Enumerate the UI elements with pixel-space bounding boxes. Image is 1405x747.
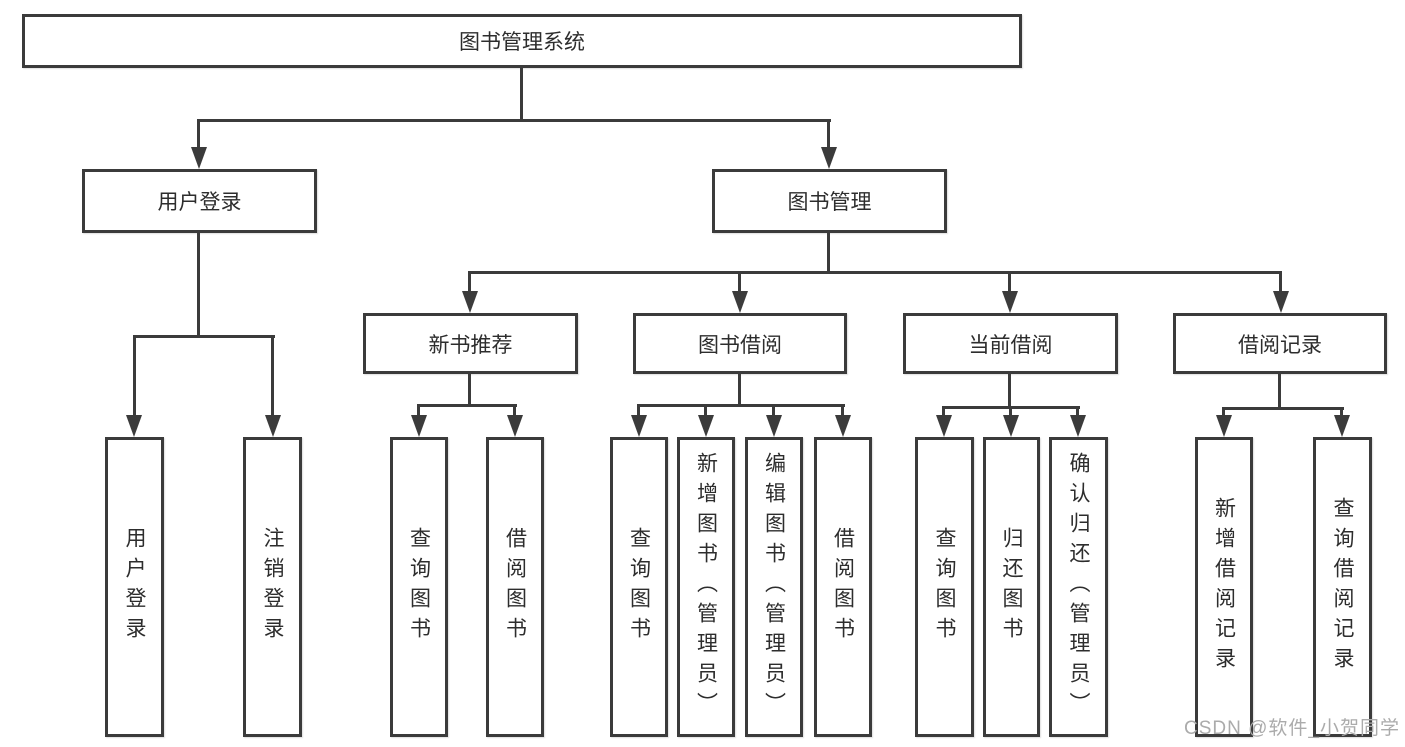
leaf-borrow-books-newbook: 借阅图书 xyxy=(486,437,544,737)
node-user-login-label: 用户登录 xyxy=(157,191,242,214)
arrowhead-down-icon xyxy=(265,415,281,437)
arrowhead-down-icon xyxy=(1273,291,1289,313)
connector-stub xyxy=(197,119,200,151)
arrowhead-down-icon xyxy=(936,415,952,437)
node-current-borrow-label: 当前借阅 xyxy=(968,333,1053,357)
node-book-management: 图书管理 xyxy=(712,169,947,233)
arrowhead-down-icon xyxy=(631,415,647,437)
leaf-add-borrow-record-label: 新增借阅记录 xyxy=(1212,497,1236,677)
connector-stub xyxy=(1076,406,1079,422)
leaf-user-login: 用户登录 xyxy=(105,437,164,737)
connector-stub xyxy=(1279,271,1282,295)
node-root: 图书管理系统 xyxy=(22,14,1022,68)
csdn-watermark: CSDN @软件_小贺同学 xyxy=(1184,718,1400,739)
leaf-query-borrow-record: 查询借阅记录 xyxy=(1313,437,1372,737)
leaf-borrow-books: 借阅图书 xyxy=(814,437,872,737)
leaf-confirm-return-admin: 确认归还（管理员） xyxy=(1049,437,1108,737)
leaf-query-borrow-record-label: 查询借阅记录 xyxy=(1331,497,1354,677)
leaf-query-books-label: 查询图书 xyxy=(933,527,956,647)
arrowhead-down-icon xyxy=(507,415,523,437)
arrowhead-down-icon xyxy=(1334,415,1350,437)
connector-stub xyxy=(1008,271,1011,295)
leaf-query-books-label: 查询图书 xyxy=(407,527,431,647)
node-borrow-records-label: 借阅记录 xyxy=(1238,333,1322,357)
leaf-return-books-label: 归还图书 xyxy=(1000,527,1023,647)
connector-stub xyxy=(1340,407,1343,422)
node-new-book-recommend: 新书推荐 xyxy=(363,313,578,374)
connector-user-rail xyxy=(133,335,275,338)
connector-stub xyxy=(772,404,775,422)
connector-stub xyxy=(1222,407,1225,422)
leaf-query-books-borrow: 查询图书 xyxy=(610,437,668,737)
leaf-query-books-label: 查询图书 xyxy=(627,527,651,647)
connector-stub xyxy=(468,271,471,295)
leaf-edit-books-admin-label: 编辑图书（管理员） xyxy=(762,452,786,722)
connector-stub xyxy=(513,404,516,422)
leaf-query-books-newbook: 查询图书 xyxy=(390,437,448,737)
arrowhead-down-icon xyxy=(1002,291,1018,313)
node-new-book-recommend-label: 新书推荐 xyxy=(428,333,513,357)
arrowhead-down-icon xyxy=(835,415,851,437)
arrowhead-down-icon xyxy=(411,415,427,437)
connector-stub xyxy=(271,335,274,421)
node-book-management-label: 图书管理 xyxy=(787,191,872,214)
arrowhead-down-icon xyxy=(698,415,714,437)
leaf-confirm-return-admin-label: 确认归还（管理员） xyxy=(1067,452,1090,722)
connector-newbook-rail xyxy=(418,404,517,407)
connector-stub xyxy=(738,271,741,295)
connector-newbook-stem xyxy=(468,374,471,405)
connector-stub xyxy=(942,406,945,422)
leaf-logout: 注销登录 xyxy=(243,437,302,737)
arrowhead-down-icon xyxy=(1003,415,1019,437)
arrowhead-down-icon xyxy=(126,415,142,437)
arrowhead-down-icon xyxy=(732,291,748,313)
leaf-logout-label: 注销登录 xyxy=(261,527,284,647)
leaf-add-books-admin: 新增图书（管理员） xyxy=(677,437,735,737)
connector-records-stem xyxy=(1278,374,1281,408)
connector-mgmt-stem xyxy=(827,233,830,272)
leaf-borrow-books-label: 借阅图书 xyxy=(503,527,527,647)
connector-user-stem xyxy=(197,233,200,336)
node-book-borrow-label: 图书借阅 xyxy=(698,333,782,357)
connector-stub xyxy=(827,119,830,151)
leaf-user-login-label: 用户登录 xyxy=(123,527,146,647)
connector-root-stem xyxy=(520,68,523,120)
connector-borrow-stem xyxy=(738,374,741,405)
leaf-add-books-admin-label: 新增图书（管理员） xyxy=(694,452,718,722)
connector-stub xyxy=(637,404,640,422)
connector-records-rail xyxy=(1223,407,1344,410)
leaf-return-books: 归还图书 xyxy=(983,437,1040,737)
connector-stub xyxy=(841,404,844,422)
connector-level2-rail xyxy=(198,119,831,122)
connector-stub xyxy=(417,404,420,422)
leaf-borrow-books-label: 借阅图书 xyxy=(831,527,855,647)
node-current-borrow: 当前借阅 xyxy=(903,313,1118,374)
arrowhead-down-icon xyxy=(766,415,782,437)
leaf-edit-books-admin: 编辑图书（管理员） xyxy=(745,437,803,737)
connector-stub xyxy=(704,404,707,422)
arrowhead-down-icon xyxy=(1070,415,1086,437)
leaf-query-books-current: 查询图书 xyxy=(915,437,974,737)
node-user-login: 用户登录 xyxy=(82,169,317,233)
node-root-label: 图书管理系统 xyxy=(459,31,585,54)
node-book-borrow: 图书借阅 xyxy=(633,313,847,374)
node-borrow-records: 借阅记录 xyxy=(1173,313,1387,374)
leaf-add-borrow-record: 新增借阅记录 xyxy=(1195,437,1253,737)
connector-stub xyxy=(1009,406,1012,422)
arrowhead-down-icon xyxy=(462,291,478,313)
connector-current-stem xyxy=(1008,374,1011,407)
arrowhead-down-icon xyxy=(821,147,837,169)
arrowhead-down-icon xyxy=(191,147,207,169)
arrowhead-down-icon xyxy=(1216,415,1232,437)
connector-stub xyxy=(133,335,136,421)
connector-level3-rail xyxy=(469,271,1282,274)
connector-borrow-rail xyxy=(638,404,845,407)
